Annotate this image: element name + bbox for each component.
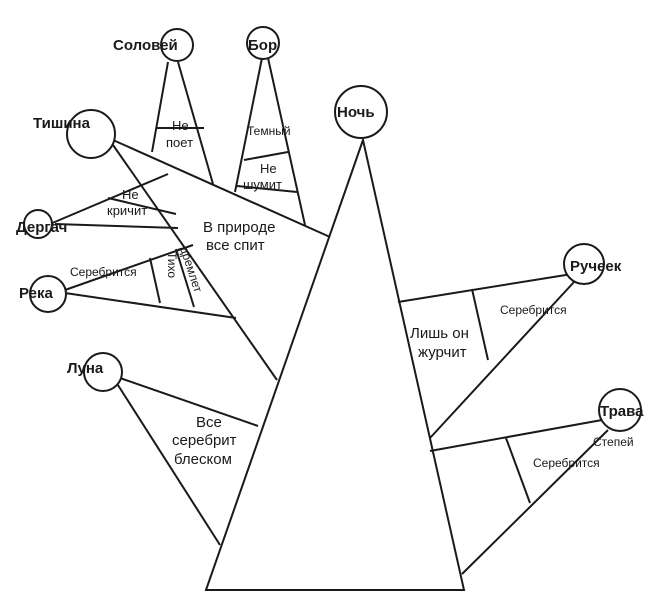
ne-krichit-label-1: Не [122,187,139,202]
lish-on-label-1: Лишь он [410,325,469,342]
rucheek-node-circle [563,243,605,285]
reka-label: Река [19,285,53,302]
trava-label: Трава [600,403,644,420]
noch-triangle [204,136,466,591]
vse-serebrit-label-3: блеском [174,451,232,468]
serebritsya-reka-label: Серебрится [70,265,137,279]
noch-label: Ночь [337,104,375,121]
stepey-label: Степей [593,435,634,449]
dergach-label: Дергач [16,219,67,236]
reka-node-circle [29,275,67,313]
noch-node-circle [334,85,388,139]
bor-label: Бор [248,37,277,54]
luna-label: Луна [67,360,104,377]
rucheek-label: Ручеек [570,258,622,275]
v-prirode-label-2: все спит [206,237,265,254]
ne-poet-label-2: поет [166,135,193,150]
serebritsya-rucheek-label: Серебрится [500,303,567,317]
ne-krichit-label-2: кричит [107,203,147,218]
lish-on-label-2: журчит [418,344,467,361]
luna-node-circle [83,352,123,392]
tishina-branch [49,57,331,381]
v-prirode-label-1: В природе [203,219,275,236]
trava-branch [429,419,609,575]
solovey-node-circle [160,28,194,62]
temny-label: Темный [247,124,291,138]
tikho-label: Тихо [165,252,179,278]
vse-serebrit-label-2: серебрит [172,432,237,449]
rucheek-branch [397,273,575,439]
ne-shumit-label-1: Не [260,161,277,176]
serebritsya-trava-label: Серебрится [533,456,600,470]
luna-branch [115,377,259,546]
solovey-label: Соловей [113,37,178,54]
dergach-node-circle [23,209,53,239]
vse-serebrit-label-1: Все [196,414,222,431]
ne-poet-label-1: Не [172,118,189,133]
tishina-node-circle [66,109,116,159]
bor-node-circle [246,26,280,60]
trava-node-circle [598,388,642,432]
tishina-label: Тишина [33,115,91,132]
ne-shumit-label-2: шумит [243,177,282,192]
